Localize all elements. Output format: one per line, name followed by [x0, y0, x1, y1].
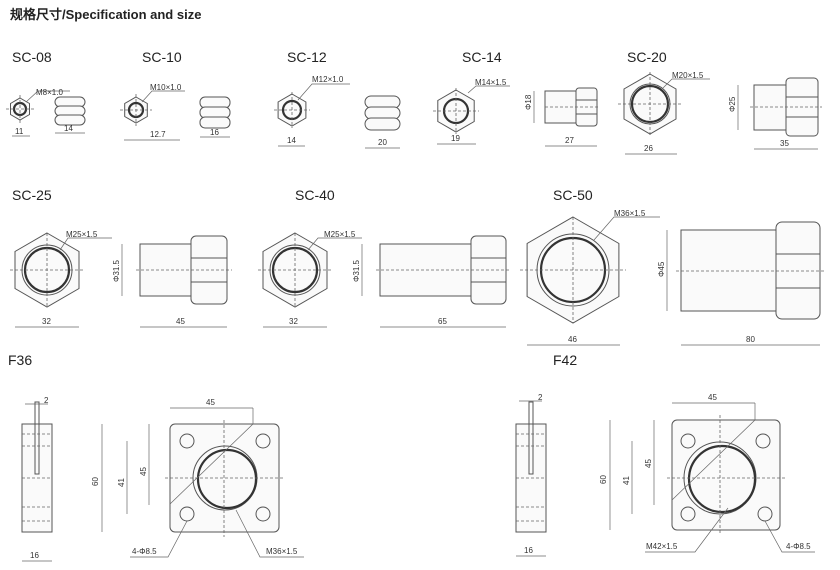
dim-label: 14	[64, 124, 73, 133]
dim-label: 80	[746, 335, 755, 344]
dim-label: Φ45	[657, 261, 666, 277]
dim-label: 16	[30, 551, 39, 560]
dim-label: 45	[176, 317, 185, 326]
dim-label: Φ31.5	[352, 259, 361, 282]
dim-label: Φ18	[524, 94, 533, 110]
flange-label: F42	[553, 352, 577, 368]
part-label: SC-25	[12, 187, 52, 203]
part-sc-40: SC-40 M25×1.5 Φ31.5 32 65	[258, 187, 510, 328]
dim-label: 11	[15, 127, 24, 136]
dim-label: Φ25	[728, 96, 737, 112]
part-sc-08: SC-08 M8×1.0 11 14	[6, 49, 86, 137]
part-sc-25: SC-25 M25×1.5 Φ31.5 32 45	[10, 187, 232, 328]
dim-label: 16	[524, 546, 533, 555]
thread-label: M36×1.5	[614, 209, 646, 218]
dim-label: 45	[644, 459, 653, 468]
part-label: SC-12	[287, 49, 327, 65]
dim-label: 35	[780, 139, 789, 148]
dim-label: 12.7	[150, 130, 166, 139]
part-sc-50: SC-50 M36×1.5 Φ45 46 80	[520, 187, 825, 346]
dim-label: 14	[287, 136, 296, 145]
dim-label: 32	[42, 317, 51, 326]
flange-f36: F36 2 16 45 60 41 45 4-Φ8.5 M36×1.5	[8, 352, 304, 562]
dim-label: 45	[139, 467, 148, 476]
dim-label: Φ31.5	[112, 259, 121, 282]
dim-label: 60	[91, 477, 100, 486]
dim-label: 45	[206, 398, 215, 407]
dim-label: 65	[438, 317, 447, 326]
part-label: SC-20	[627, 49, 667, 65]
thread-label: M20×1.5	[672, 71, 704, 80]
dim-label: 20	[378, 138, 387, 147]
part-sc-20: SC-20 M20×1.5 Φ25 26 35	[618, 49, 822, 155]
page-title: 规格尺寸/Specification and size	[10, 7, 201, 22]
dim-label: 46	[568, 335, 577, 344]
thread-label: M14×1.5	[475, 78, 507, 87]
dim-label: 41	[622, 476, 631, 485]
part-label: SC-50	[553, 187, 593, 203]
dim-label: 26	[644, 144, 653, 153]
dim-label: 2	[538, 393, 543, 402]
thread-label: M10×1.0	[150, 83, 182, 92]
part-label: SC-08	[12, 49, 52, 65]
part-label: SC-40	[295, 187, 335, 203]
dim-label: 32	[289, 317, 298, 326]
thread-label: M36×1.5	[266, 547, 298, 556]
thread-label: M12×1.0	[312, 75, 344, 84]
dim-label: 60	[599, 475, 608, 484]
part-sc-14: SC-14 M14×1.5 Φ18 19 27	[433, 49, 600, 147]
part-label: SC-10	[142, 49, 182, 65]
holes-label: 4-Φ8.5	[786, 542, 811, 551]
dim-label: 2	[44, 396, 49, 405]
flange-label: F36	[8, 352, 32, 368]
thread-label: M42×1.5	[646, 542, 678, 551]
thread-label: M8×1.0	[36, 88, 63, 97]
holes-label: 4-Φ8.5	[132, 547, 157, 556]
part-sc-12: SC-12 M12×1.0 14 20	[274, 49, 401, 149]
dim-label: 45	[708, 393, 717, 402]
dim-label: 41	[117, 478, 126, 487]
part-sc-10: SC-10 M10×1.0 12.7 16	[120, 49, 231, 141]
thread-label: M25×1.5	[324, 230, 356, 239]
dim-label: 19	[451, 134, 460, 143]
dim-label: 16	[210, 128, 219, 137]
flange-f42: F42 2 16 45 60 41 45 M42×1.5 4-Φ8.5	[515, 352, 815, 557]
dim-label: 27	[565, 136, 574, 145]
thread-label: M25×1.5	[66, 230, 98, 239]
part-label: SC-14	[462, 49, 502, 65]
